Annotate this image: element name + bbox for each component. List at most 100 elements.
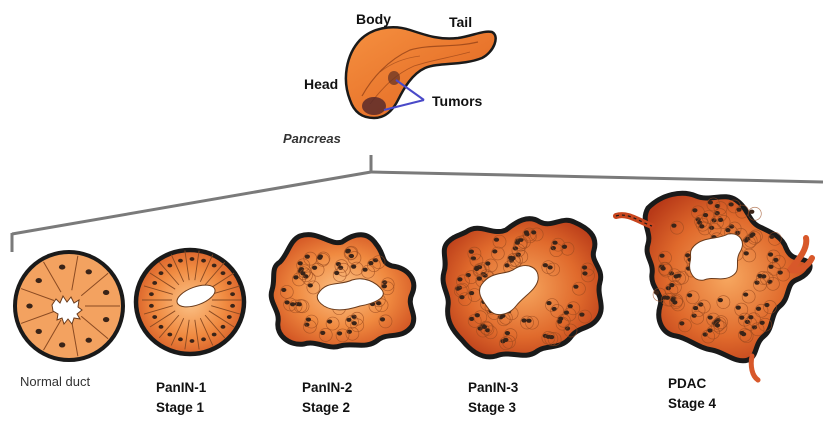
stage-number: Stage 3 <box>468 398 518 418</box>
normal-duct-illustration <box>15 252 123 360</box>
cell-nucleus <box>485 261 490 265</box>
cell-nucleus <box>543 263 548 267</box>
stage-caption-panin1: PanIN-1 Stage 1 <box>156 378 206 418</box>
cell-nucleus <box>685 253 690 257</box>
cell-nucleus <box>768 265 773 269</box>
cell-nucleus <box>221 271 226 275</box>
cell-nucleus <box>756 307 761 311</box>
cell-nucleus <box>661 266 666 270</box>
cell-nucleus <box>201 337 206 341</box>
head-label: Head <box>304 76 338 92</box>
stage-name: PanIN-1 <box>156 378 206 398</box>
cell-nucleus <box>526 319 531 323</box>
stage-caption-panin2: PanIN-2 Stage 2 <box>302 378 352 418</box>
tail-label: Tail <box>449 14 472 30</box>
cell-nucleus <box>659 254 664 258</box>
cell-nucleus <box>284 300 289 304</box>
cell-nucleus <box>564 310 569 314</box>
cell-nucleus <box>558 317 563 321</box>
cell-nucleus <box>305 255 310 259</box>
cell-nucleus <box>167 333 172 337</box>
cell-nucleus <box>152 315 157 319</box>
cell-nucleus <box>469 250 474 254</box>
cell-nucleus <box>739 331 744 335</box>
cell-nucleus <box>308 283 313 287</box>
cell-nucleus <box>524 230 529 234</box>
cell-nucleus <box>748 315 753 319</box>
cell-nucleus <box>708 315 713 319</box>
cell-nucleus <box>349 254 354 258</box>
cell-nucleus <box>320 331 325 335</box>
cell-nucleus <box>346 318 351 322</box>
pancreas-label: Pancreas <box>283 131 341 146</box>
cell-nucleus <box>477 277 482 281</box>
cell-nucleus <box>337 331 342 335</box>
cell-nucleus <box>546 335 551 339</box>
cell-nucleus <box>515 241 520 245</box>
cell-nucleus <box>750 232 755 236</box>
cell-nucleus <box>26 303 32 308</box>
cell-nucleus <box>769 235 774 239</box>
cell-nucleus <box>482 325 487 329</box>
cell-nucleus <box>579 312 584 316</box>
stage-name: PDAC <box>668 374 716 394</box>
cell-nucleus <box>562 245 567 249</box>
panin1-illustration <box>136 250 244 354</box>
cell-nucleus <box>317 256 322 260</box>
cell-nucleus <box>725 228 730 232</box>
cell-nucleus <box>103 290 109 295</box>
cell-nucleus <box>362 268 367 272</box>
cell-nucleus <box>744 251 749 255</box>
cell-nucleus <box>190 339 195 343</box>
stage-name: PanIN-2 <box>302 378 352 398</box>
cell-nucleus <box>346 249 351 253</box>
cell-nucleus <box>457 277 462 281</box>
cell-nucleus <box>227 281 232 285</box>
cell-nucleus <box>568 304 573 308</box>
cell-nucleus <box>351 265 356 269</box>
cell-nucleus <box>703 213 708 217</box>
cell-nucleus <box>693 306 698 310</box>
cell-nucleus <box>552 241 557 245</box>
cell-nucleus <box>212 333 217 337</box>
cell-nucleus <box>508 256 513 260</box>
cell-nucleus <box>459 295 464 299</box>
cell-nucleus <box>178 259 183 263</box>
stage-caption-panin3: PanIN-3 Stage 3 <box>468 378 518 418</box>
cell-nucleus <box>86 269 92 274</box>
cell-nucleus <box>334 271 339 275</box>
stage-number: Stage 2 <box>302 398 352 418</box>
cell-nucleus <box>190 257 195 261</box>
cell-nucleus <box>773 258 778 262</box>
cell-nucleus <box>749 210 754 214</box>
cell-nucleus <box>36 278 42 283</box>
cell-nucleus <box>159 271 164 275</box>
cell-nucleus <box>201 259 206 263</box>
cell-nucleus <box>546 301 551 305</box>
cell-nucleus <box>582 271 587 275</box>
cell-nucleus <box>674 274 679 278</box>
cell-nucleus <box>692 208 697 212</box>
cell-nucleus <box>221 325 226 329</box>
cell-nucleus <box>715 323 720 327</box>
cell-nucleus <box>736 208 741 212</box>
cell-nucleus <box>368 261 373 265</box>
cell-nucleus <box>757 274 762 278</box>
cell-nucleus <box>86 338 92 343</box>
cell-nucleus <box>503 338 508 342</box>
stage-name-normal: Normal duct <box>20 374 90 389</box>
cell-nucleus <box>736 306 741 310</box>
cell-nucleus <box>669 283 674 287</box>
cell-nucleus <box>380 317 385 321</box>
cell-nucleus <box>708 200 713 204</box>
cell-nucleus <box>103 317 109 322</box>
cell-nucleus <box>699 224 704 228</box>
cell-nucleus <box>290 302 295 306</box>
cell-nucleus <box>687 293 692 297</box>
cell-nucleus <box>764 303 769 307</box>
cell-nucleus <box>59 265 65 270</box>
cell-nucleus <box>36 329 42 334</box>
cell-nucleus <box>59 342 65 347</box>
cell-nucleus <box>298 261 303 265</box>
